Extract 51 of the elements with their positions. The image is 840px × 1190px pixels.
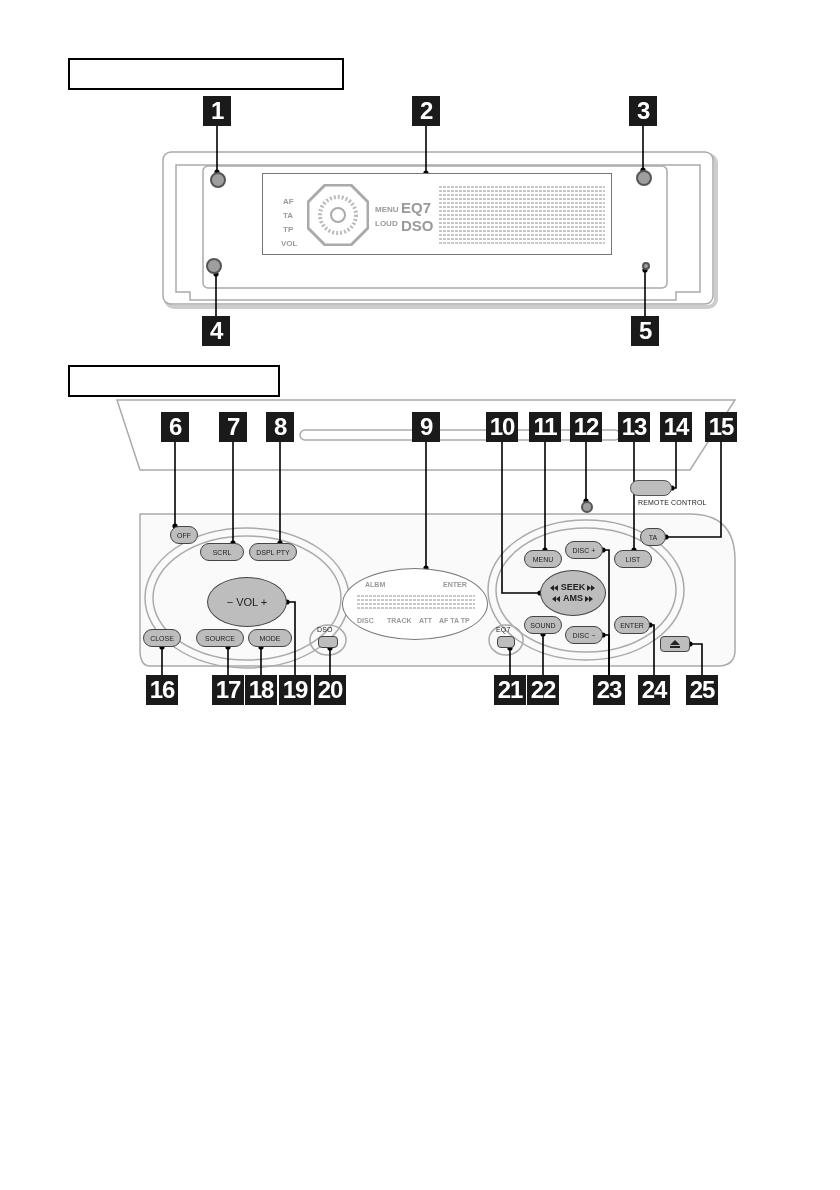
eq7-button [497,636,515,648]
leader-line [669,441,677,491]
eject-button [660,636,690,652]
callout-number: 13 [618,412,650,442]
callout-number: 21 [494,675,526,705]
callout-number: 20 [314,675,346,705]
display-indicator: EQ7 [401,200,431,215]
callout-number: 12 [570,412,602,442]
leader-line [642,267,648,317]
small-hole [642,262,650,270]
display-indicator: AF [283,198,294,206]
display-indicator: VOL [281,240,298,248]
display-indicator: LOUD [375,220,398,228]
callout-number: 24 [638,675,670,705]
display-indicator: TA [283,212,294,220]
callout-number: 7 [219,412,247,442]
callout-number: 6 [161,412,189,442]
callout-number: 9 [412,412,440,442]
reset-button [581,501,593,513]
display-indicator: DSO [401,218,434,233]
leader-line [507,645,513,676]
leader-line [640,125,646,173]
leader-line [327,645,333,676]
callout-number: 10 [486,412,518,442]
callout-number: 2 [412,96,440,126]
callout-number: 14 [660,412,692,442]
callout-number: 3 [629,96,657,126]
callout-number: 8 [266,412,294,442]
leader-line [214,125,220,175]
callout-number: 25 [686,675,718,705]
callout-number: 18 [245,675,277,705]
callout-number: 16 [146,675,178,705]
heading-frame [68,365,280,397]
display-indicator: MENU [375,206,399,214]
leader-line [213,271,219,317]
callout-number: 19 [279,675,311,705]
callout-number: 4 [202,316,230,346]
dso-button [318,636,338,648]
leader-line [583,441,589,504]
callout-number: 5 [631,316,659,346]
callout-number: 23 [593,675,625,705]
callout-number: 22 [527,675,559,705]
callout-number: 11 [529,412,561,442]
heading-frame [68,58,344,90]
leader-line [687,641,703,676]
callout-number: 15 [705,412,737,442]
remote-control-receptor [630,480,672,496]
callout-number: 1 [203,96,231,126]
callout-number: 17 [212,675,244,705]
display-indicator: TP [283,226,294,234]
lcd-display [262,173,612,255]
